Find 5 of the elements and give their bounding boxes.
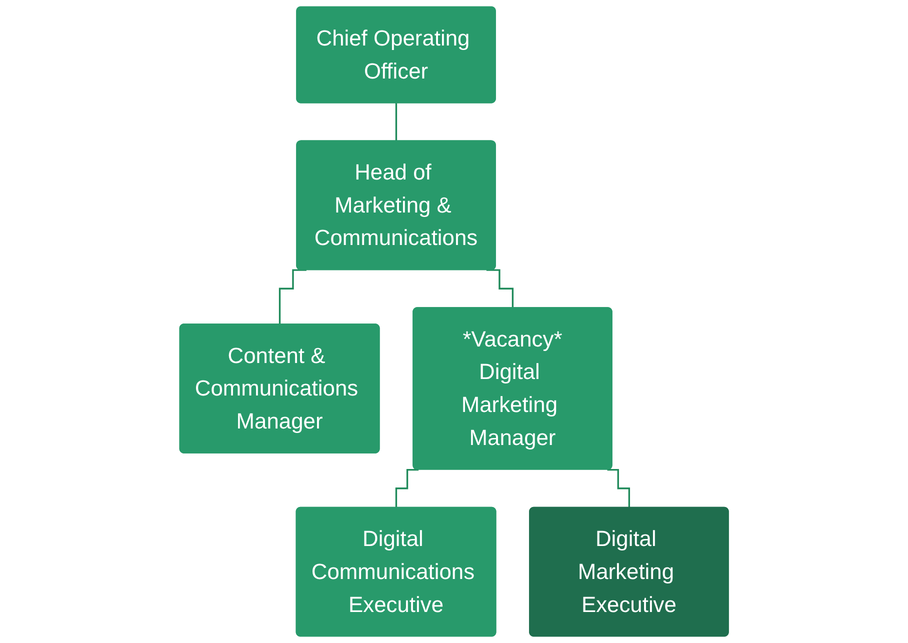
- connector: [395, 468, 418, 509]
- connector: [395, 102, 398, 142]
- connector: [607, 468, 630, 509]
- connector: [486, 269, 514, 309]
- connector: [278, 269, 306, 326]
